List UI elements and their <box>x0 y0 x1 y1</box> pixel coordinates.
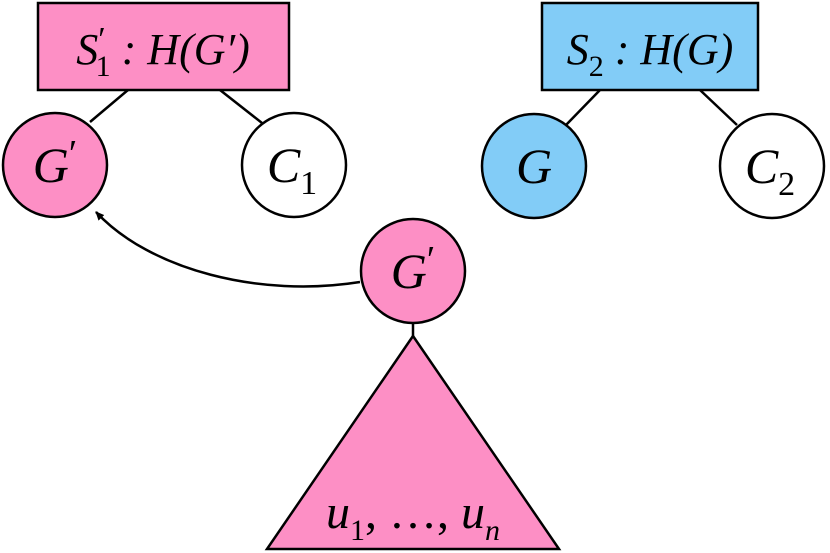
edge-s2-c2 <box>699 89 738 126</box>
svg-text:G′: G′ <box>391 239 435 299</box>
triangle-u1-sub: 1 <box>350 514 365 547</box>
svg-text:G′: G′ <box>33 133 77 193</box>
box-s1-prime-mark: ′ <box>98 21 105 58</box>
svg-text:S′1 : H(G′): S′1 : H(G′) <box>76 21 250 83</box>
edge-s1-c1 <box>219 89 263 124</box>
node-c1: C1 <box>240 111 348 219</box>
node-g-prime-left: G′ <box>1 111 109 219</box>
box-s2-sub: 2 <box>589 50 604 83</box>
triangle-un: u <box>461 486 485 539</box>
box-s1-rest: : H(G′) <box>111 25 250 74</box>
edge-s2-g <box>565 89 601 126</box>
triangle-u1: u <box>326 486 350 539</box>
subtree-triangle: u1, …, un <box>264 333 562 551</box>
arrow-gprime-to-gprime <box>95 211 361 288</box>
svg-text:S2 : H(G): S2 : H(G) <box>567 25 734 83</box>
box-s2: S2 : H(G) <box>540 1 760 92</box>
node-c2: C2 <box>718 112 826 220</box>
box-s1-main: S <box>76 25 98 74</box>
box-s1-prime: S′1 : H(G′) <box>36 1 291 92</box>
box-s1-sub: 1 <box>96 50 111 83</box>
svg-text:C1: C1 <box>267 137 317 202</box>
box-s2-rest: : H(G) <box>604 25 734 74</box>
edge-s1-gprime <box>89 89 129 123</box>
triangle-sep: , …, <box>365 486 461 539</box>
svg-text:C2: C2 <box>745 138 795 203</box>
svg-text:G: G <box>516 138 552 194</box>
box-s2-main: S <box>567 25 589 74</box>
node-g-prime-center: G′ <box>359 217 467 325</box>
triangle-un-sub: n <box>485 514 500 547</box>
svg-text:u1, …, un: u1, …, un <box>326 486 500 547</box>
node-g-right: G <box>480 112 588 220</box>
